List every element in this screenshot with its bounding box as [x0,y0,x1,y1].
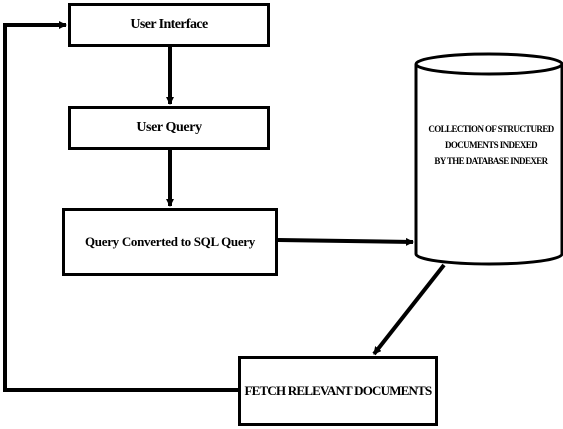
fetch-documents-label: FETCH RELEVANT DOCUMENTS [244,383,433,398]
user-query-box: User Query [68,106,270,150]
user-interface-box: User Interface [68,3,270,47]
database-label: COLLECTION OF STRUCTURED DOCUMENTS INDEX… [420,121,562,169]
user-query-label: User Query [136,120,202,135]
fetch-documents-box: FETCH RELEVANT DOCUMENTS [238,356,438,426]
database-label-line-1: COLLECTION OF STRUCTURED [428,124,554,134]
arrow-fetch-to-interface [3,21,238,392]
database-label-line-2: DOCUMENTS INDEXED [444,140,538,150]
database-cylinder [414,52,563,266]
sql-query-label: Query Converted to SQL Query [85,234,255,249]
user-interface-label: User Interface [130,17,208,32]
arrow-sql-to-database [277,237,414,246]
sql-query-box: Query Converted to SQL Query [62,208,278,276]
arrow-database-to-fetch [372,263,446,356]
database-label-line-3: BY THE DATABASE INDEXER [434,156,548,166]
